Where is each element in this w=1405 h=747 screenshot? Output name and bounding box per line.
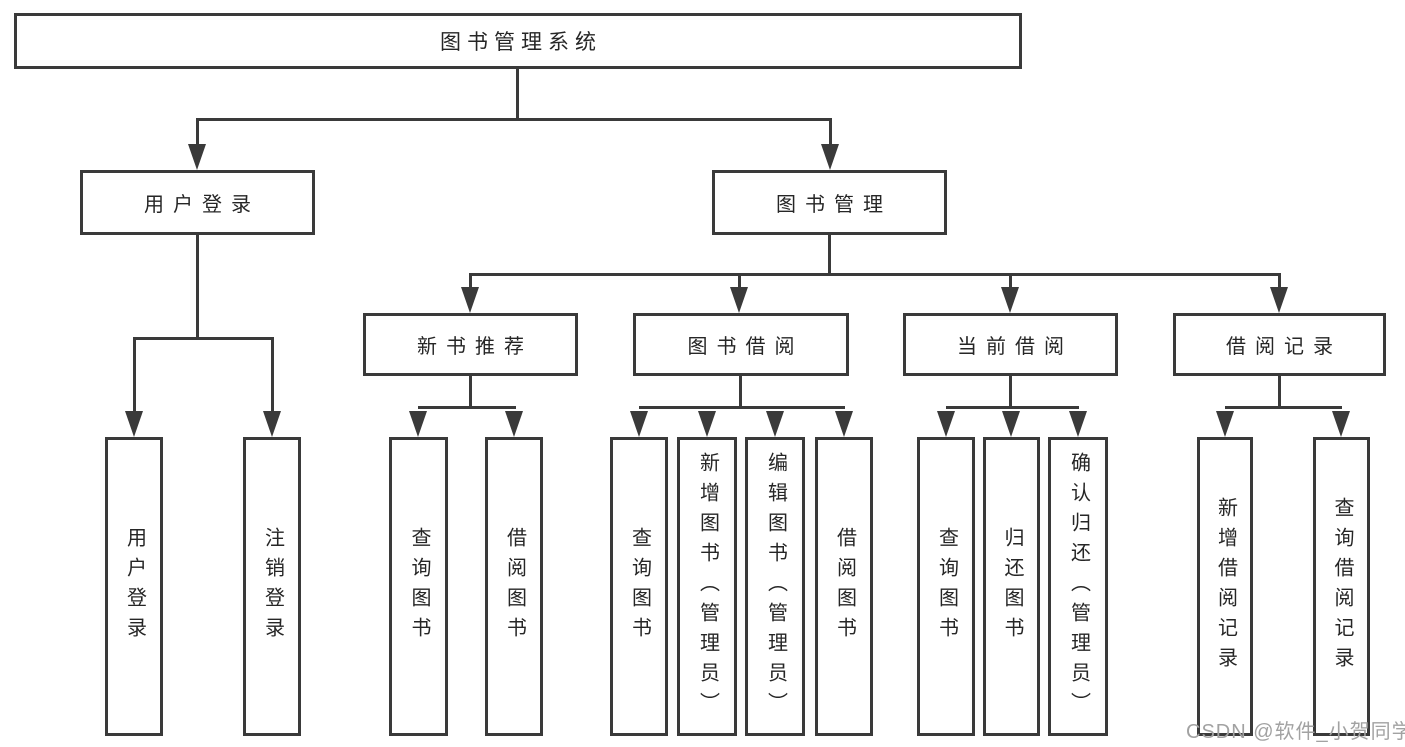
arrow-down-icon	[1069, 411, 1087, 437]
node-book-borrowing: 图书借阅	[633, 313, 849, 376]
leaf-user-login-label: 用户登录	[123, 526, 146, 647]
connector-line	[197, 118, 831, 121]
leaf-confirm-return-admin-label: 确认归还（管理员）	[1067, 451, 1090, 722]
connector-line	[134, 337, 274, 340]
leaf-query-books-current: 查询图书	[917, 437, 975, 736]
leaf-logout: 注销登录	[243, 437, 301, 736]
leaf-return-books: 归还图书	[983, 437, 1040, 736]
leaf-query-borrow-record: 查询借阅记录	[1313, 437, 1370, 736]
arrow-down-icon	[409, 411, 427, 437]
watermark: CSDN @软件_小贺同学	[1186, 721, 1405, 743]
node-new-book-recommendation-label: 新书推荐	[417, 336, 533, 358]
connector-line	[469, 273, 472, 289]
connector-line	[1278, 273, 1281, 289]
leaf-borrow-books: 借阅图书	[815, 437, 873, 736]
leaf-add-book-admin-label: 新增图书（管理员）	[696, 451, 719, 722]
leaf-borrow-books-label: 借阅图书	[833, 526, 856, 647]
connector-line	[470, 273, 1281, 276]
leaf-add-book-admin: 新增图书（管理员）	[677, 437, 737, 736]
arrow-down-icon	[835, 411, 853, 437]
node-user-login: 用户登录	[80, 170, 315, 235]
arrow-down-icon	[505, 411, 523, 437]
arrow-down-icon	[1001, 287, 1019, 313]
arrow-down-icon	[698, 411, 716, 437]
arrow-down-icon	[766, 411, 784, 437]
leaf-edit-book-admin-label: 编辑图书（管理员）	[764, 451, 787, 722]
leaf-query-books-recommend: 查询图书	[389, 437, 448, 736]
node-current-borrowing: 当前借阅	[903, 313, 1118, 376]
connector-line	[946, 406, 1079, 409]
node-book-management-label: 图书管理	[776, 194, 892, 216]
connector-line	[469, 375, 472, 409]
leaf-return-books-label: 归还图书	[1001, 526, 1023, 647]
leaf-borrow-books-recommend-label: 借阅图书	[503, 526, 526, 647]
node-book-borrowing-label: 图书借阅	[687, 336, 804, 358]
arrow-down-icon	[125, 411, 143, 437]
connector-line	[1009, 273, 1012, 289]
leaf-query-books-borrowing-label: 查询图书	[628, 526, 651, 647]
arrow-down-icon	[1270, 287, 1288, 313]
node-current-borrowing-label: 当前借阅	[957, 336, 1073, 358]
connector-line	[196, 234, 199, 338]
arrow-down-icon	[1002, 411, 1020, 437]
leaf-query-books-borrowing: 查询图书	[610, 437, 668, 736]
connector-line	[739, 375, 742, 409]
connector-line	[133, 337, 136, 413]
leaf-confirm-return-admin: 确认归还（管理员）	[1048, 437, 1108, 736]
leaf-query-books-current-label: 查询图书	[935, 526, 958, 647]
connector-line	[738, 273, 741, 289]
connector-line	[196, 118, 199, 146]
leaf-logout-label: 注销登录	[261, 526, 284, 647]
connector-line	[829, 118, 832, 146]
leaf-add-borrow-record-label: 新增借阅记录	[1214, 496, 1237, 677]
node-book-management: 图书管理	[712, 170, 947, 235]
leaf-query-borrow-record-label: 查询借阅记录	[1331, 496, 1353, 677]
connector-line	[828, 234, 831, 275]
node-borrowing-records: 借阅记录	[1173, 313, 1386, 376]
connector-line	[271, 337, 274, 413]
node-new-book-recommendation: 新书推荐	[363, 313, 578, 376]
node-borrowing-records-label: 借阅记录	[1226, 336, 1342, 358]
node-user-login-label: 用户登录	[144, 194, 260, 216]
arrow-down-icon	[263, 411, 281, 437]
connector-line	[1009, 375, 1012, 409]
node-root: 图书管理系统	[14, 13, 1022, 69]
arrow-down-icon	[937, 411, 955, 437]
arrow-down-icon	[188, 144, 206, 170]
arrow-down-icon	[630, 411, 648, 437]
leaf-user-login: 用户登录	[105, 437, 163, 736]
connector-line	[418, 406, 516, 409]
arrow-down-icon	[730, 287, 748, 313]
connector-line	[639, 406, 845, 409]
arrow-down-icon	[821, 144, 839, 170]
arrow-down-icon	[1332, 411, 1350, 437]
connector-line	[1278, 375, 1281, 409]
connector-line	[1225, 406, 1342, 409]
arrow-down-icon	[1216, 411, 1234, 437]
node-root-label: 图书管理系统	[440, 31, 602, 54]
arrow-down-icon	[461, 287, 479, 313]
leaf-add-borrow-record: 新增借阅记录	[1197, 437, 1253, 736]
leaf-query-books-recommend-label: 查询图书	[408, 526, 430, 647]
connector-line	[516, 68, 519, 120]
leaf-borrow-books-recommend: 借阅图书	[485, 437, 543, 736]
leaf-edit-book-admin: 编辑图书（管理员）	[745, 437, 805, 736]
